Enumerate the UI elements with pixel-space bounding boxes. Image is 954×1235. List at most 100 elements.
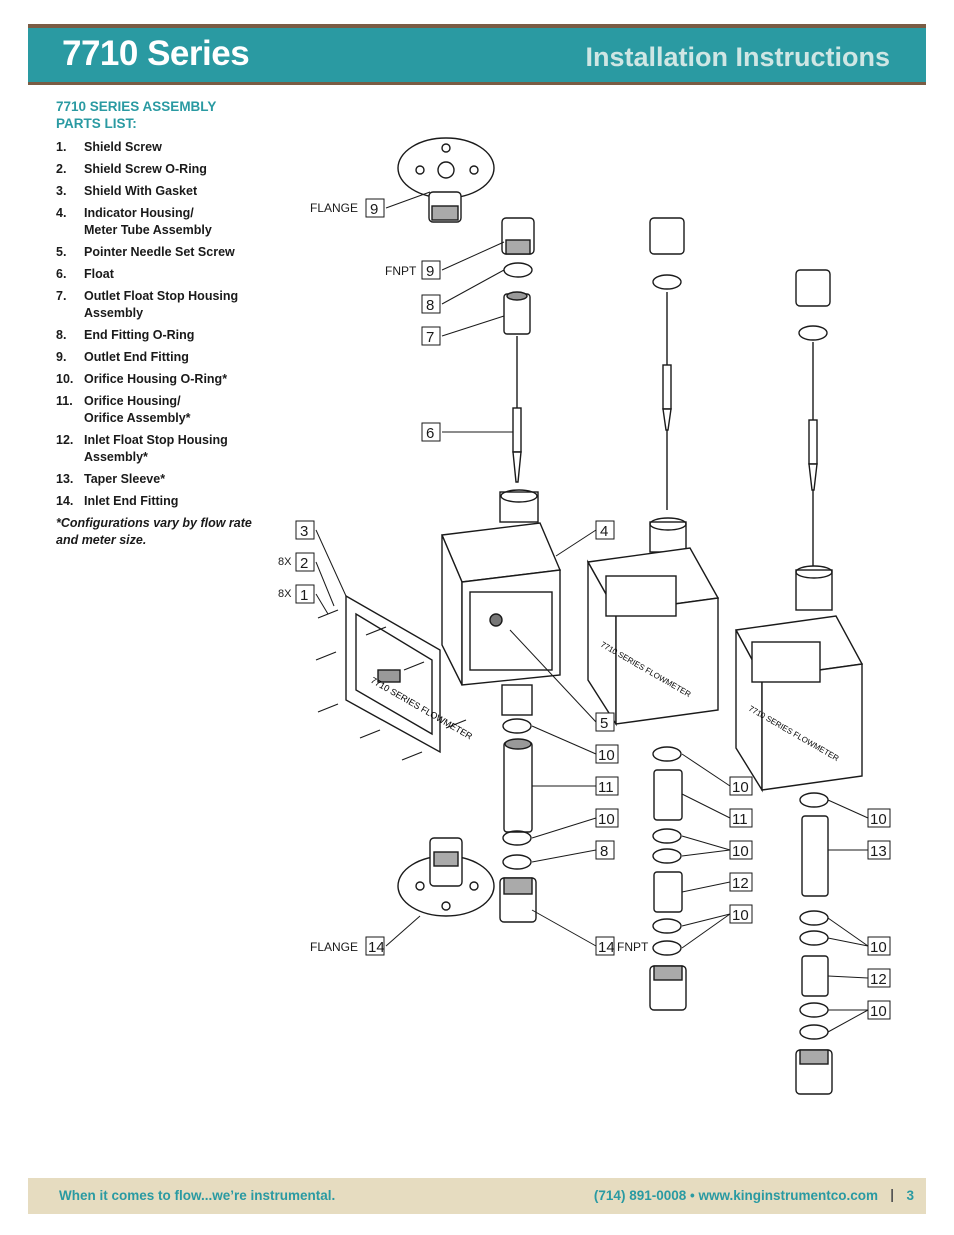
footer-separator: | (890, 1187, 894, 1202)
callout-boxes (295, 198, 891, 1020)
part-number: 5. (56, 245, 67, 259)
callout-9-flange: 9 (370, 201, 378, 218)
parts-list-item: 13. Taper Sleeve* (56, 471, 261, 488)
column3-assembly (734, 269, 864, 1095)
parts-list-item: 3. Shield With Gasket (56, 183, 261, 200)
footer-tagline: When it comes to flow...we’re instrument… (59, 1188, 336, 1203)
callout-2: 2 (300, 555, 308, 572)
part-label-line2: Orifice Assembly* (84, 411, 191, 425)
parts-list-item: 1. Shield Screw (56, 139, 261, 156)
callout-10-col2a: 10 (732, 779, 749, 796)
header-bar: 7710 Series Installation Instructions (28, 24, 926, 85)
footer-contact[interactable]: (714) 891-0008 • www.kinginstrumentco.co… (593, 1188, 878, 1203)
parts-list-item: 2. Shield Screw O-Ring (56, 161, 261, 178)
part-number: 7. (56, 289, 67, 303)
part-number: 6. (56, 267, 67, 281)
part-number: 3. (56, 184, 67, 198)
part-number: 13. (56, 472, 74, 486)
note-line1: *Configurations vary by flow rate (56, 516, 252, 530)
parts-list-item: 4. Indicator Housing/Meter Tube Assembly (56, 205, 261, 239)
callout-10-col3c: 10 (870, 1003, 887, 1020)
callout-12-col3: 12 (870, 971, 887, 988)
part-number: 12. (56, 433, 74, 447)
column1-lower-parts (499, 718, 537, 923)
part-label-line2: Assembly* (84, 450, 148, 464)
callout-8-top: 8 (426, 297, 434, 314)
callout-10-col2c: 10 (732, 907, 749, 924)
callout-10-col2b: 10 (732, 843, 749, 860)
part-label-line2: Meter Tube Assembly (84, 223, 212, 237)
label-flange-bottom: FLANGE (310, 940, 358, 954)
callout-1: 1 (300, 587, 308, 604)
parts-list-item: 10. Orifice Housing O-Ring* (56, 371, 261, 388)
callout-14-fnpt: 14 (598, 939, 615, 956)
parts-list-item: 5. Pointer Needle Set Screw (56, 244, 261, 261)
page-number: 3 (906, 1188, 914, 1203)
callout-7: 7 (426, 329, 434, 346)
part-number: 4. (56, 206, 67, 220)
column1-upper-parts (499, 217, 539, 523)
part-label: Float (84, 267, 114, 281)
callout-10-col3a: 10 (870, 811, 887, 828)
callout-13: 13 (870, 843, 887, 860)
parts-list-item: 6. Float (56, 266, 261, 283)
callout-3: 3 (300, 523, 308, 540)
callout-10-col1b: 10 (598, 811, 615, 828)
label-fnpt-bottom: FNPT (617, 940, 649, 954)
part-label: Shield Screw (84, 140, 162, 154)
part-number: 1. (56, 140, 67, 154)
callout-9-fnpt: 9 (426, 263, 434, 280)
part-number: 10. (56, 372, 74, 386)
part-label: Shield Screw O-Ring (84, 162, 207, 176)
part-number: 9. (56, 350, 67, 364)
callout-4: 4 (600, 523, 608, 540)
part-label: Inlet End Fitting (84, 494, 179, 508)
parts-list-item: 9. Outlet End Fitting (56, 349, 261, 366)
part-number: 8. (56, 328, 67, 342)
callout-14-flange: 14 (368, 939, 385, 956)
diagram-labels: FLANGE FNPT 8X 8X FLANGE FNPT (278, 201, 649, 954)
configuration-note: *Configurations vary by flow rate and me… (56, 515, 261, 549)
top-flange-drawing (397, 137, 495, 223)
parts-heading-line2: PARTS LIST: (56, 116, 137, 131)
part-label: Shield With Gasket (84, 184, 198, 198)
parts-list-heading: 7710 SERIES ASSEMBLY PARTS LIST: (56, 98, 261, 132)
parts-list: 1. Shield Screw 2. Shield Screw O-Ring 3. Shi… (56, 139, 261, 510)
part-label: Outlet End Fitting (84, 350, 189, 364)
part-label: Orifice Housing O-Ring* (84, 372, 228, 386)
note-line2: and meter size. (56, 533, 147, 547)
part-number: 14. (56, 494, 74, 508)
shield-plate (345, 594, 441, 754)
callout-numbers: 9 9 8 7 6 3 2 1 4 5 10 11 10 8 14 14 10 … (300, 201, 887, 1020)
shield-screws (315, 609, 467, 761)
part-label: End Fitting O-Ring (84, 328, 195, 342)
callout-10-col1a: 10 (598, 747, 615, 764)
part-label: Outlet Float Stop Housing (84, 289, 239, 303)
parts-list-panel: 7710 SERIES ASSEMBLY PARTS LIST: 1. Shiel… (56, 98, 261, 549)
bottom-flange-drawing (397, 837, 495, 917)
part-label: Taper Sleeve* (84, 472, 166, 486)
leader-lines (315, 191, 869, 1033)
callout-6: 6 (426, 425, 434, 442)
part-number: 11. (56, 394, 73, 408)
callout-5: 5 (600, 715, 608, 732)
document-title: Installation Instructions (585, 42, 890, 72)
part-label: Orifice Housing/ (84, 394, 181, 408)
column1-housing (440, 522, 562, 716)
callout-11-col1: 11 (598, 779, 614, 796)
parts-list-item: 14. Inlet End Fitting (56, 493, 261, 510)
parts-heading-line1: 7710 SERIES ASSEMBLY (56, 99, 217, 114)
part-label: Indicator Housing/ (84, 206, 194, 220)
parts-list-item: 11. Orifice Housing/Orifice Assembly* (56, 393, 261, 427)
label-fnpt-top: FNPT (385, 264, 417, 278)
part-label: Pointer Needle Set Screw (84, 245, 235, 259)
label-qty-1: 8X (278, 588, 292, 600)
series-title: 7710 Series (62, 34, 250, 73)
part-label-line2: Assembly (84, 306, 144, 320)
parts-list-item: 8. End Fitting O-Ring (56, 327, 261, 344)
callout-11-col2: 11 (732, 811, 748, 828)
callout-10-col3b: 10 (870, 939, 887, 956)
part-number: 2. (56, 162, 67, 176)
